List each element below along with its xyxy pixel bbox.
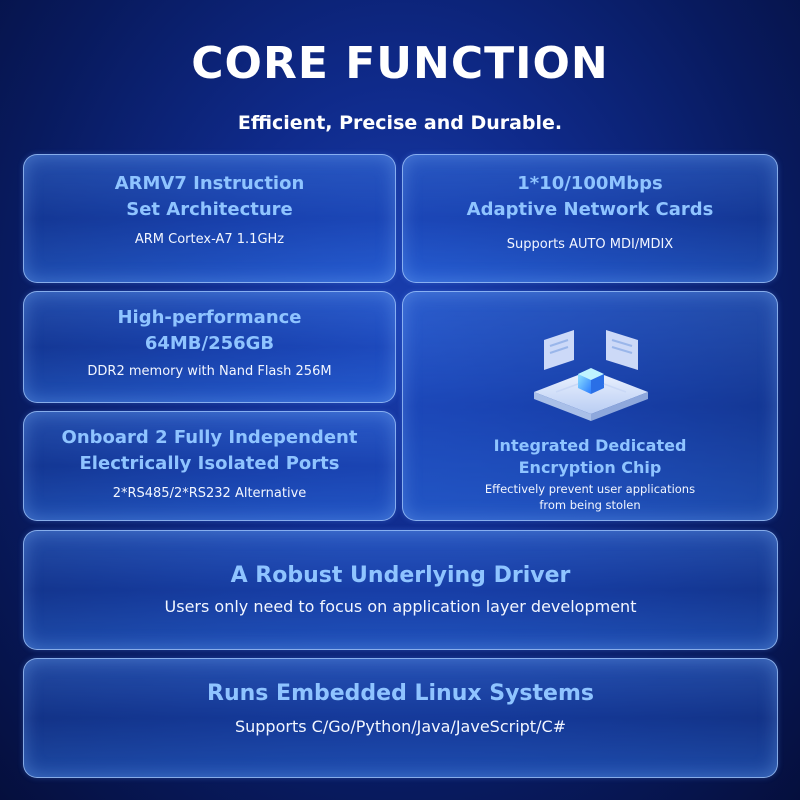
card-heading: 1*10/100Mbps Adaptive Network Cards xyxy=(403,171,777,223)
encryption-chip-icon xyxy=(534,330,648,421)
card-heading: Onboard 2 Fully Independent Electrically… xyxy=(24,425,395,477)
card-heading-line: High-performance xyxy=(117,307,302,328)
card-heading-line: 64MB/256GB xyxy=(144,333,275,354)
card-heading: A Robust Underlying Driver xyxy=(230,563,571,588)
card-description: Effectively prevent user applications fr… xyxy=(463,481,717,513)
card-heading: Runs Embedded Linux Systems xyxy=(207,681,594,706)
feature-card-network: 1*10/100Mbps Adaptive Network Cards Supp… xyxy=(402,154,778,283)
feature-card-driver: A Robust Underlying Driver Users only ne… xyxy=(23,530,778,650)
card-heading-line: Electrically Isolated Ports xyxy=(79,453,340,474)
page-title: CORE FUNCTION xyxy=(191,38,609,89)
card-heading: High-performance 64MB/256GB xyxy=(24,305,395,357)
card-heading-line: Onboard 2 Fully Independent xyxy=(61,427,358,448)
card-description: 2*RS485/2*RS232 Alternative xyxy=(112,486,307,501)
card-description: Supports AUTO MDI/MDIX xyxy=(506,237,674,252)
card-heading-line: Set Architecture xyxy=(126,199,293,220)
card-heading-line: Encryption Chip xyxy=(518,458,662,477)
card-heading-line: 1*10/100Mbps xyxy=(517,173,663,194)
card-description: Users only need to focus on application … xyxy=(164,597,637,616)
feature-card-ports: Onboard 2 Fully Independent Electrically… xyxy=(23,411,396,521)
card-description: Supports C/Go/Python/Java/JaveScript/C# xyxy=(234,717,567,736)
feature-card-linux: Runs Embedded Linux Systems Supports C/G… xyxy=(23,658,778,778)
page-subtitle: Efficient, Precise and Durable. xyxy=(237,112,563,134)
feature-card-architecture: ARMV7 Instruction Set Architecture ARM C… xyxy=(23,154,396,283)
card-description: DDR2 memory with Nand Flash 256M xyxy=(87,364,332,379)
card-description-line: Effectively prevent user applications xyxy=(484,482,696,496)
card-description: ARM Cortex-A7 1.1GHz xyxy=(134,232,285,247)
feature-card-memory: High-performance 64MB/256GB DDR2 memory … xyxy=(23,291,396,403)
card-heading-line: ARMV7 Instruction xyxy=(114,173,305,194)
card-heading: Integrated Dedicated Encryption Chip xyxy=(403,435,777,479)
card-heading: ARMV7 Instruction Set Architecture xyxy=(24,171,395,223)
card-heading-line: Adaptive Network Cards xyxy=(466,199,714,220)
card-heading-line: Integrated Dedicated xyxy=(493,436,687,455)
card-description-line: from being stolen xyxy=(539,498,641,512)
feature-card-encryption: Integrated Dedicated Encryption Chip Eff… xyxy=(402,291,778,521)
